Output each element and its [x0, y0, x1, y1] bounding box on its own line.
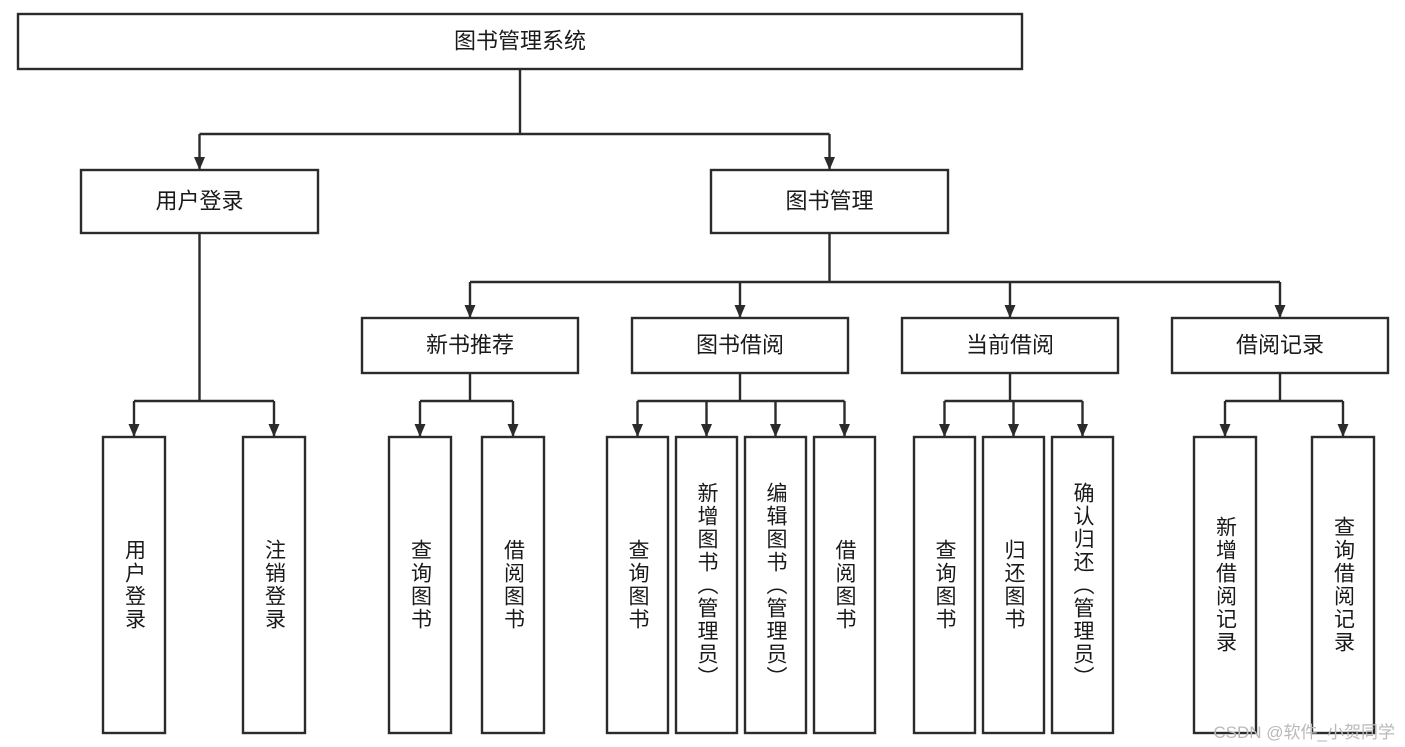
node-leaf-confirm-return[interactable]	[1050, 435, 1115, 735]
arrow-head-icon	[1008, 424, 1019, 437]
node-leaf-borrow-book-rec[interactable]	[480, 435, 546, 735]
node-box	[1050, 435, 1115, 735]
node-label: 图书管理系统	[454, 28, 586, 53]
node-box	[812, 435, 877, 735]
node-root[interactable]: 图书管理系统	[16, 12, 1024, 71]
edge-group-book-borrow	[632, 373, 850, 437]
node-book-manage[interactable]: 图书管理	[709, 168, 950, 235]
node-label: 借阅记录	[1236, 332, 1324, 357]
node-box	[743, 435, 808, 735]
arrow-head-icon	[507, 424, 519, 437]
node-box	[101, 435, 167, 735]
arrow-head-icon	[128, 424, 140, 437]
node-leaf-logout[interactable]	[241, 435, 307, 735]
node-label: 用户登录	[155, 188, 243, 213]
node-leaf-query-book-borrow[interactable]	[605, 435, 670, 735]
arrow-head-icon	[939, 424, 950, 437]
node-borrow-record[interactable]: 借阅记录	[1170, 316, 1390, 375]
node-box	[1170, 316, 1390, 375]
edge-group-root	[194, 69, 835, 170]
node-box	[630, 316, 850, 375]
node-leaf-return-book[interactable]	[981, 435, 1046, 735]
node-label: 当前借阅	[966, 332, 1054, 357]
arrow-head-icon	[839, 424, 850, 437]
node-box	[981, 435, 1046, 735]
node-box	[16, 12, 1024, 71]
node-box	[709, 168, 950, 235]
arrow-head-icon	[268, 424, 280, 437]
node-box	[387, 435, 453, 735]
edge-group-user-login	[128, 233, 280, 437]
node-leaf-add-book[interactable]	[674, 435, 739, 735]
node-box	[1192, 435, 1258, 735]
node-label: 图书借阅	[696, 332, 784, 357]
arrow-head-icon	[701, 424, 712, 437]
arrow-head-icon	[464, 305, 476, 318]
arrow-head-icon	[1274, 305, 1286, 318]
node-box	[79, 168, 320, 235]
node-leaf-user-login[interactable]	[101, 435, 167, 735]
arrow-head-icon	[1004, 305, 1016, 318]
node-box	[480, 435, 546, 735]
node-leaf-query-book-rec[interactable]	[387, 435, 453, 735]
edge-group-current-borrow	[939, 373, 1088, 437]
node-leaf-borrow-book[interactable]	[812, 435, 877, 735]
node-current-borrow[interactable]: 当前借阅	[900, 316, 1120, 375]
arrow-head-icon	[414, 424, 426, 437]
edge-group-book-manage	[464, 233, 1286, 318]
arrow-head-icon	[194, 157, 205, 170]
node-box	[360, 316, 580, 375]
node-leaf-edit-book[interactable]	[743, 435, 808, 735]
node-box	[1310, 435, 1376, 735]
node-book-borrow[interactable]: 图书借阅	[630, 316, 850, 375]
node-box	[605, 435, 670, 735]
arrow-head-icon	[1077, 424, 1088, 437]
node-new-book-recommend[interactable]: 新书推荐	[360, 316, 580, 375]
node-user-login[interactable]: 用户登录	[79, 168, 320, 235]
node-box	[674, 435, 739, 735]
node-leaf-query-book-current[interactable]	[912, 435, 977, 735]
watermark-text: CSDN @软件_小贺同学	[1213, 723, 1395, 742]
node-label: 图书管理	[785, 188, 873, 213]
arrow-head-icon	[1219, 424, 1231, 437]
edge-group-borrow-record	[1219, 373, 1349, 437]
node-leaf-query-record[interactable]	[1310, 435, 1376, 735]
node-box	[900, 316, 1120, 375]
arrow-head-icon	[770, 424, 781, 437]
arrow-head-icon	[824, 157, 835, 170]
node-box	[241, 435, 307, 735]
node-leaf-add-record[interactable]	[1192, 435, 1258, 735]
node-label: 新书推荐	[426, 332, 514, 357]
node-box	[912, 435, 977, 735]
arrow-head-icon	[632, 424, 643, 437]
connector-lines-layer	[128, 69, 1349, 437]
arrow-head-icon	[734, 305, 746, 318]
arrow-head-icon	[1337, 424, 1349, 437]
edge-group-new-book-recommend	[414, 373, 519, 437]
